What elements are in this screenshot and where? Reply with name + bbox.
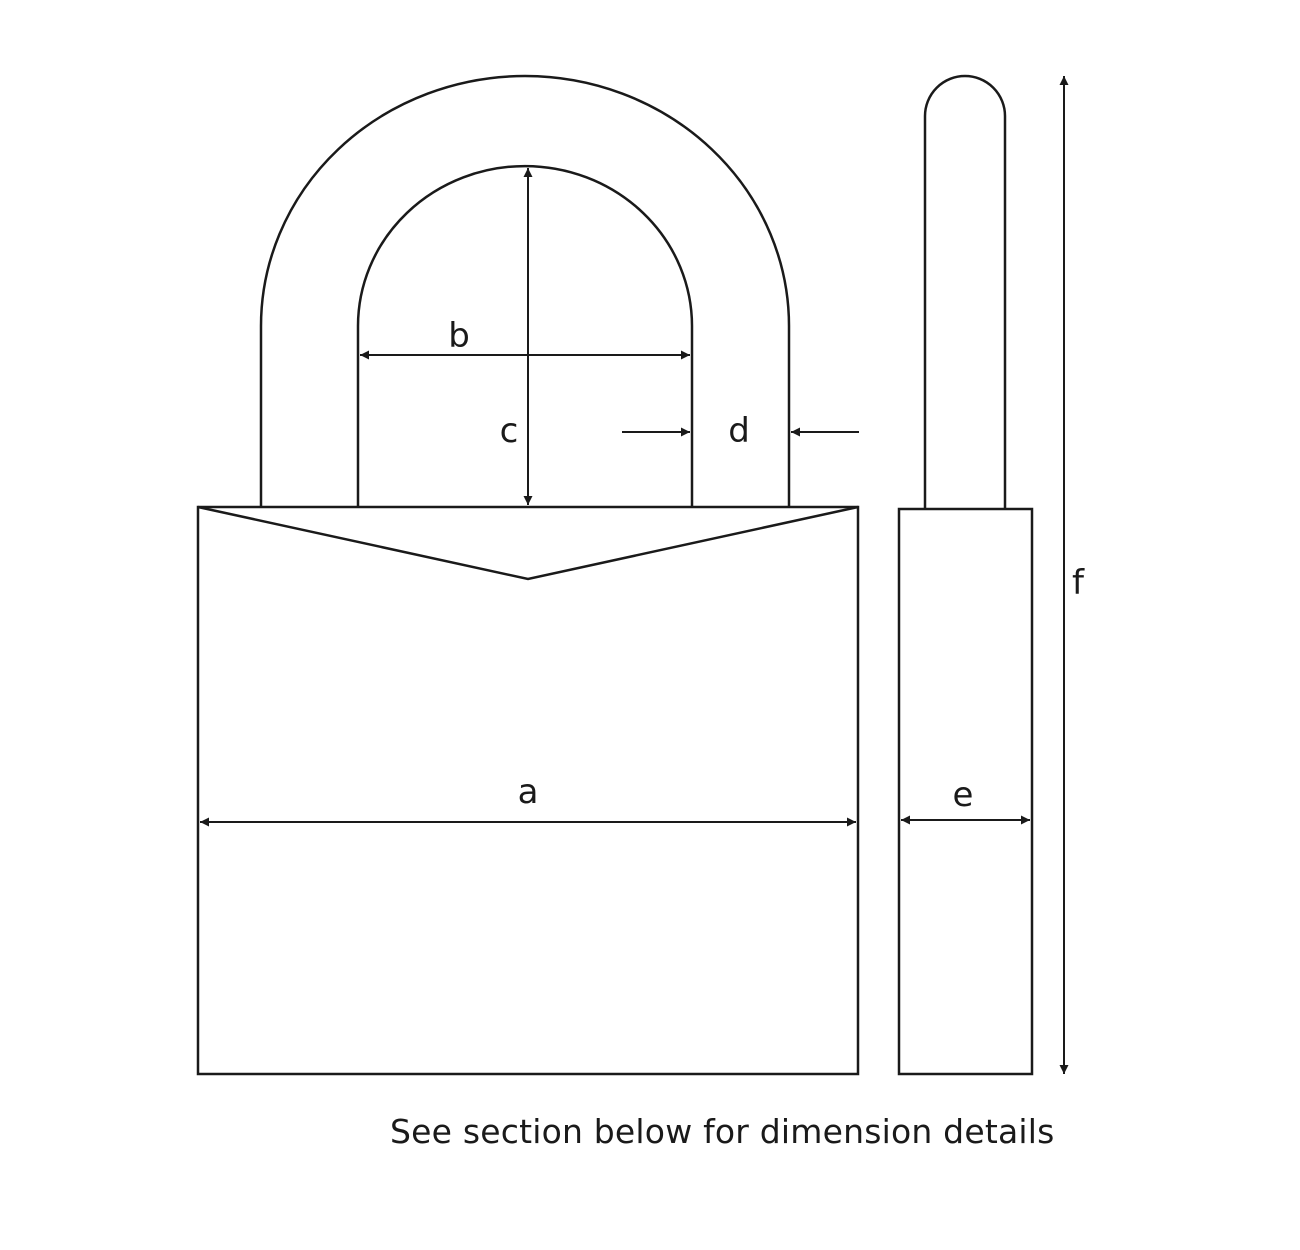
dimension-d-label: d [728,411,750,451]
dimension-e: e [901,775,1030,825]
dimension-caption: See section below for dimension details [390,1112,1055,1151]
dimension-e-label: e [953,775,974,815]
dimension-c-label: c [500,411,519,451]
dimension-c: c [500,168,533,505]
padlock-side-view [897,74,1034,1076]
dimension-f: f [1059,76,1085,1074]
dimension-b-label: b [448,316,470,356]
dimension-d: d [622,411,859,451]
dimension-a: a [200,772,856,827]
shackle-inner-outline [356,164,694,507]
shackle-outer-outline [259,74,791,507]
dimension-b: b [360,316,690,360]
padlock-front-view [196,74,860,1076]
body-bevel-line [197,505,859,581]
lock-body-front [196,505,860,1076]
lock-body-side [897,507,1034,1076]
shackle-side-outline [923,74,1007,509]
dimension-a-label: a [518,772,539,812]
dimension-f-label: f [1072,563,1085,603]
